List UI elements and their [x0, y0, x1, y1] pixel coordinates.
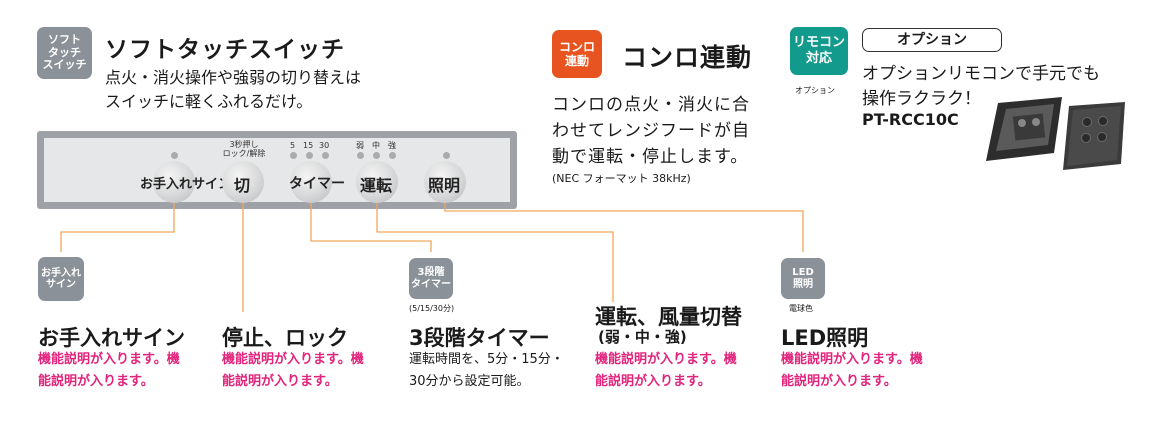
light-led	[443, 152, 450, 159]
timer-mark-15: 15	[303, 141, 314, 150]
remote-control-image	[1063, 102, 1125, 170]
strength-led-weak	[357, 152, 364, 159]
led-icon-sub: 電球色	[789, 304, 813, 313]
remote-badge-sub: オプション	[795, 86, 835, 95]
maintenance-icon: お手入れ サイン	[38, 257, 84, 301]
connector-run	[376, 203, 614, 302]
remote-description: オプションリモコンで手元でも 操作ラクラク！	[862, 64, 1100, 109]
run-description: 機能説明が入ります。機 能説明が入ります。	[595, 352, 737, 389]
soft-touch-badge: ソフト タッチ スイッチ	[37, 27, 92, 79]
konro-title: コンロ連動	[622, 43, 753, 72]
soft-touch-description: 点火・消火操作や強弱の切り替えは スイッチに軽くふれるだけ。	[105, 68, 362, 111]
connector-maintenance	[60, 203, 175, 252]
remote-badge: リモコン 対応	[790, 27, 848, 75]
run-title: 運転、風量切替	[595, 305, 742, 329]
light-label: 照明	[428, 176, 461, 195]
connector-light	[444, 203, 804, 252]
maintenance-title: お手入れサイン	[38, 326, 185, 350]
led-icon: LED 照明	[781, 258, 825, 299]
led-title: LED照明	[781, 326, 869, 350]
timer-icon-sub: (5/15/30分)	[409, 304, 455, 313]
strength-mark-strong: 強	[388, 141, 396, 150]
stop-lock-title: 停止、ロック	[222, 326, 348, 350]
stop-lock-description: 機能説明が入ります。機 能説明が入ります。	[222, 352, 364, 389]
timer-mark-30: 30	[319, 141, 330, 150]
timer-description: 運転時間を、5分・15分・ 30分から設定可能。	[409, 352, 564, 389]
soft-touch-title: ソフトタッチスイッチ	[105, 37, 345, 63]
run-button[interactable]	[356, 161, 398, 203]
timer-button[interactable]	[290, 161, 332, 203]
remote-model: PT-RCC10C	[862, 110, 959, 129]
maintenance-led	[171, 152, 178, 159]
konro-badge: コンロ 連動	[552, 30, 602, 78]
konro-description: コンロの点火・消火に合 わせてレンジフードが自 動で運転・停止します。	[552, 95, 750, 167]
strength-mark-mid: 中	[372, 141, 380, 150]
run-label: 運転	[360, 176, 393, 195]
konro-note: (NEC フォーマット 38kHz)	[552, 172, 691, 185]
maintenance-sign-button[interactable]	[153, 161, 195, 203]
strength-led-strong	[389, 152, 396, 159]
timer-led-5	[290, 152, 297, 159]
strength-mark-weak: 弱	[356, 141, 364, 150]
maintenance-sign-label: お手入れサイン	[140, 177, 232, 192]
timer-led-30	[322, 152, 329, 159]
led-description: 機能説明が入ります。機 能説明が入ります。	[781, 352, 923, 389]
timer-mark-5: 5	[290, 141, 296, 150]
lock-note: 3秒押し ロック/解除	[222, 140, 266, 158]
option-label: オプション	[862, 28, 1002, 52]
timer-title: 3段階タイマー	[409, 326, 550, 350]
connector-timer	[310, 203, 432, 252]
maintenance-description: 機能説明が入ります。機 能説明が入ります。	[38, 352, 180, 389]
timer-icon: 3段階 タイマー	[409, 258, 453, 299]
light-button[interactable]	[424, 161, 466, 203]
off-label: 切	[234, 176, 251, 195]
strength-led-mid	[373, 152, 380, 159]
timer-led-15	[306, 152, 313, 159]
run-subtitle: (弱・中・強)	[598, 328, 687, 346]
off-button[interactable]	[222, 161, 264, 203]
remote-holder-image	[986, 97, 1062, 161]
timer-label: タイマー	[289, 176, 345, 192]
